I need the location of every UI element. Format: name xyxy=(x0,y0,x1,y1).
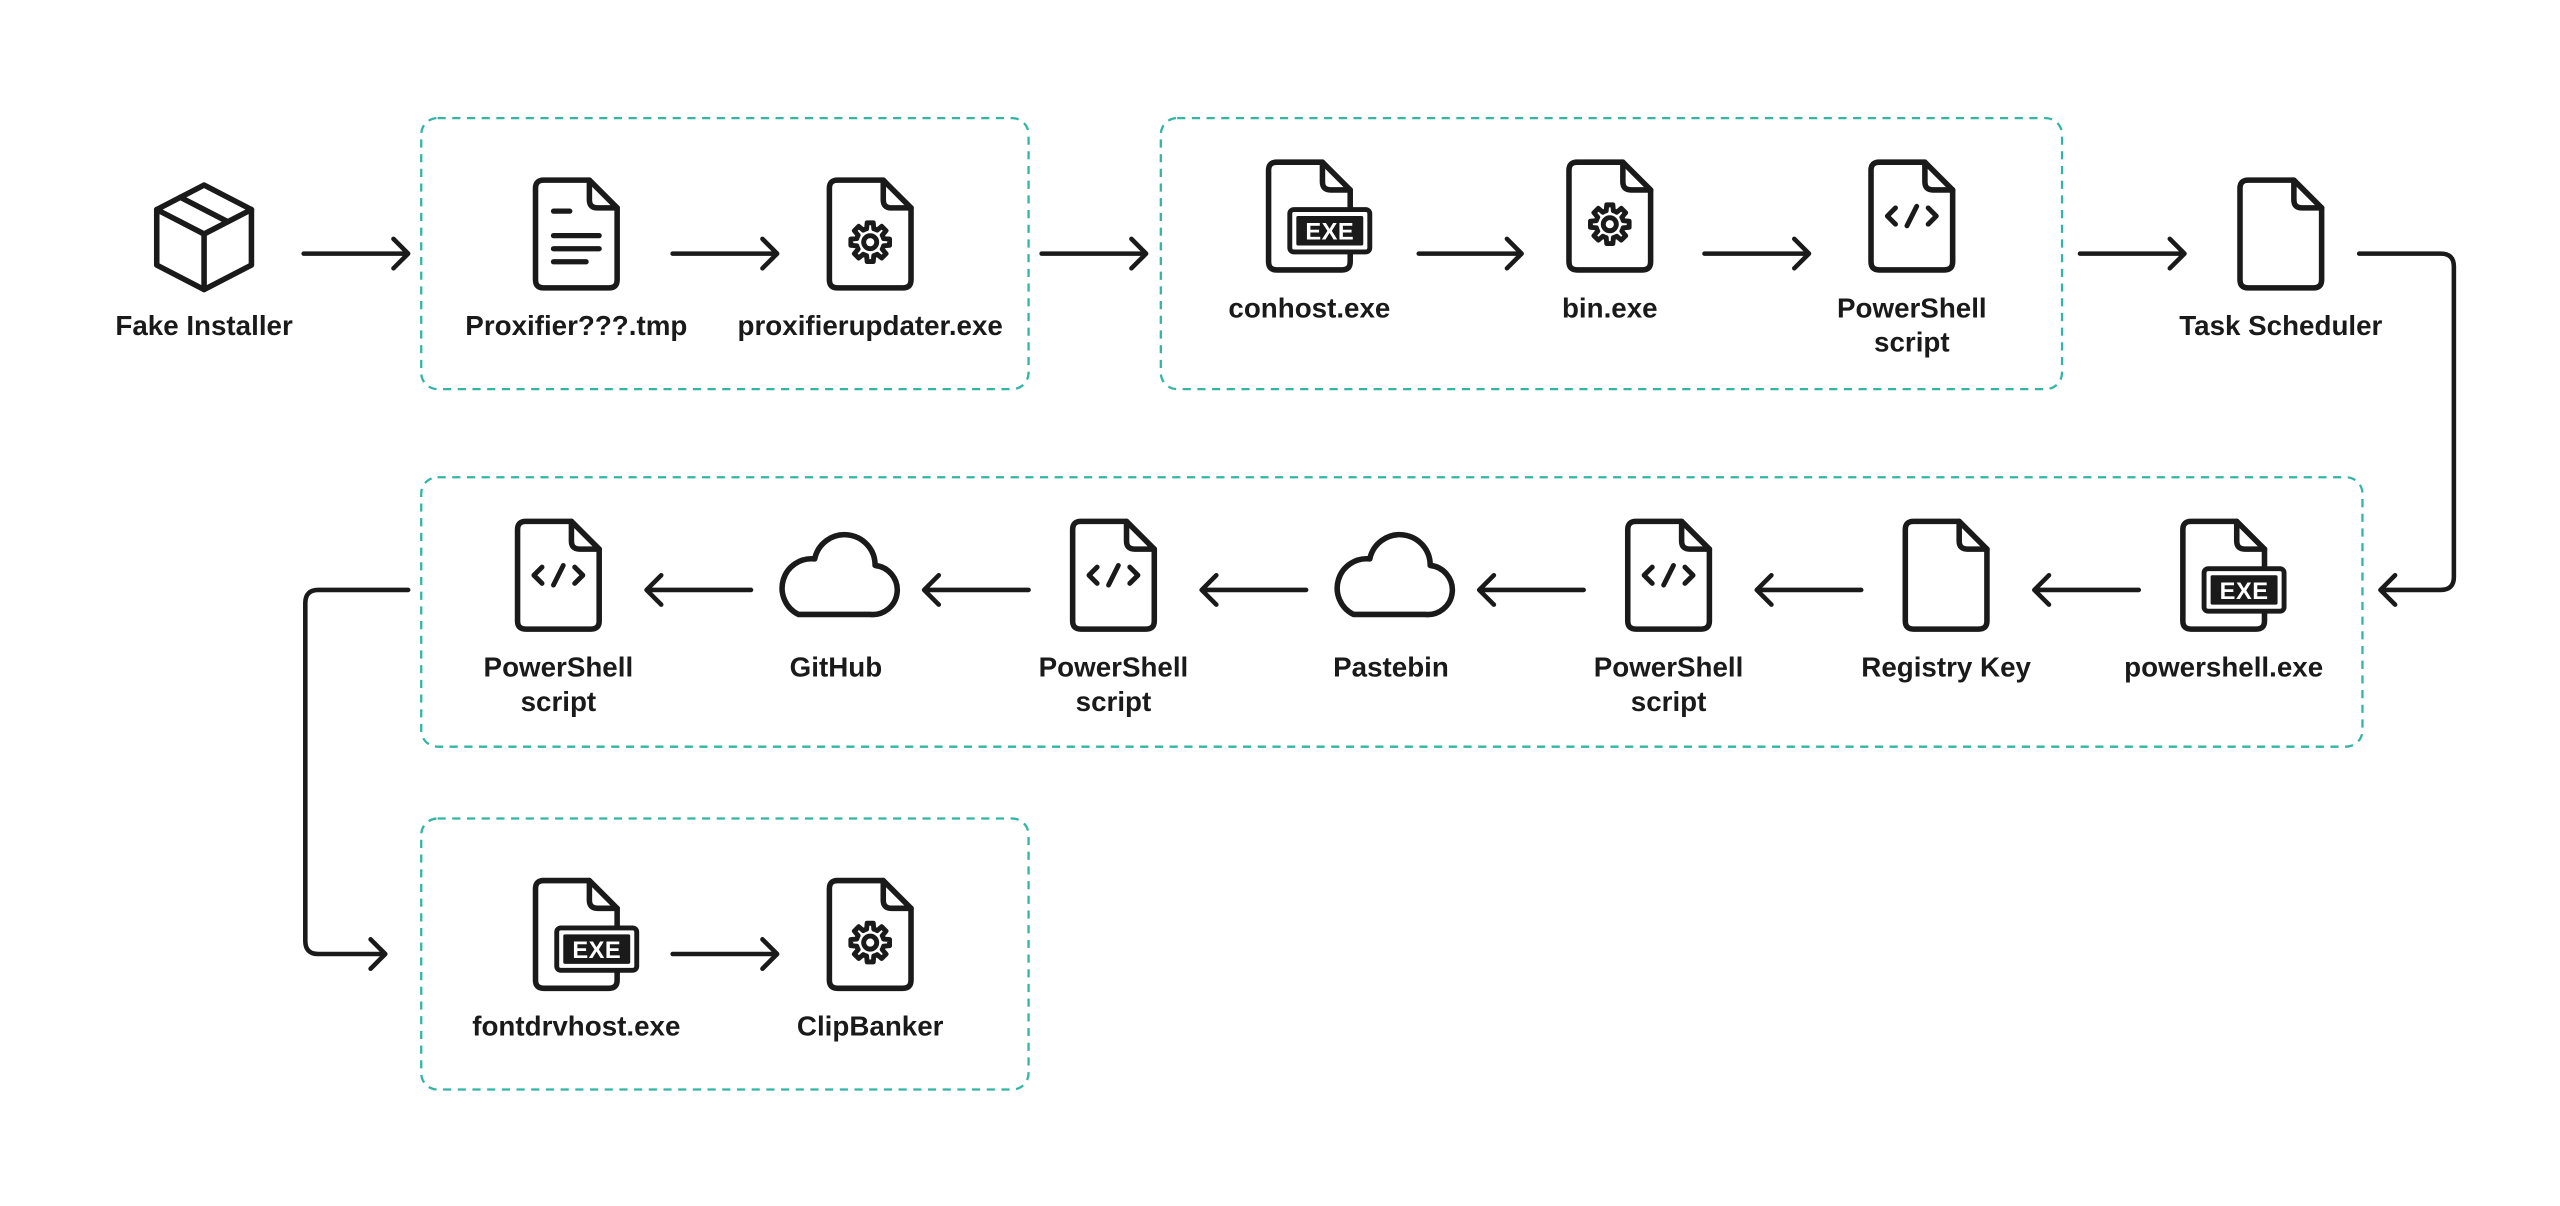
node-label: conhost.exe xyxy=(1228,292,1390,323)
code-file-icon xyxy=(1871,162,1953,270)
node-label: powershell.exe xyxy=(2124,651,2323,682)
flow-arrow-right xyxy=(670,236,780,271)
flow-arrow-right xyxy=(1702,236,1812,271)
node-task-scheduler: Task Scheduler xyxy=(2179,180,2383,341)
node-proxifier-tmp: Proxifier???.tmp xyxy=(465,180,687,341)
stage-group xyxy=(420,476,2364,748)
node-label: PowerShell xyxy=(1594,651,1744,682)
node-powershell-script: PowerShell script xyxy=(1837,162,1987,358)
cloud-icon xyxy=(1337,535,1452,615)
gear-file-icon xyxy=(829,881,911,989)
exe-file-icon: EXE xyxy=(1269,162,1370,270)
node-label: GitHub xyxy=(790,651,882,682)
gear-file-icon xyxy=(1569,162,1651,270)
node-pastebin: Pastebin xyxy=(1333,535,1452,682)
node-label: Pastebin xyxy=(1333,651,1449,682)
code-file-icon xyxy=(1073,521,1155,629)
flow-arrow-left xyxy=(921,572,1031,607)
node-label: PowerShell xyxy=(484,651,634,682)
node-label: proxifierupdater.exe xyxy=(738,310,1003,341)
gear-file-icon xyxy=(829,180,911,288)
node-proxifierupdater-exe: proxifierupdater.exe xyxy=(738,180,1003,341)
code-file-icon xyxy=(1628,521,1710,629)
exe-file-icon: EXE xyxy=(536,881,637,989)
node-fontdrvhost-exe: EXE fontdrvhost.exe xyxy=(472,881,680,1042)
flow-arrow-right xyxy=(670,937,780,972)
node-label: script xyxy=(1874,327,1950,358)
node-label: ClipBanker xyxy=(797,1011,944,1042)
node-powershell-script: PowerShell script xyxy=(1039,521,1189,717)
stage-group xyxy=(1159,116,2064,391)
node-clipbanker: ClipBanker xyxy=(797,881,944,1042)
node-fake-installer: Fake Installer xyxy=(115,185,293,341)
flow-arrow-left xyxy=(1199,572,1309,607)
text-file-icon xyxy=(536,180,618,288)
flow-arrow-right xyxy=(1039,236,1149,271)
flow-arrow-right xyxy=(1416,236,1524,271)
flow-arrow-left xyxy=(2032,572,2142,607)
node-label: Proxifier???.tmp xyxy=(465,310,687,341)
node-label: Registry Key xyxy=(1861,651,2031,682)
exe-badge-label: EXE xyxy=(1305,220,1354,246)
package-icon xyxy=(157,185,252,289)
node-label: fontdrvhost.exe xyxy=(472,1011,680,1042)
node-label: bin.exe xyxy=(1562,292,1658,323)
node-label: script xyxy=(521,686,597,717)
flow-arrow-left xyxy=(1476,572,1586,607)
node-conhost-exe: EXE conhost.exe xyxy=(1228,162,1390,323)
flow-connector xyxy=(2356,251,2457,607)
node-powershell-exe: EXE powershell.exe xyxy=(2124,521,2323,682)
exe-file-icon: EXE xyxy=(2183,521,2284,629)
node-bin-exe: bin.exe xyxy=(1562,162,1658,323)
node-label: Fake Installer xyxy=(115,310,293,341)
flow-connector xyxy=(303,587,411,972)
node-label: Task Scheduler xyxy=(2179,310,2382,341)
file-icon xyxy=(2240,180,2322,288)
flow-arrow-right xyxy=(301,236,411,271)
flow-arrow-left xyxy=(1754,572,1864,607)
node-label: PowerShell xyxy=(1837,292,1987,323)
exe-badge-label: EXE xyxy=(2220,579,2269,605)
flow-arrow-right xyxy=(2077,236,2187,271)
flow-arrow-left xyxy=(644,572,754,607)
exe-badge-label: EXE xyxy=(572,938,621,964)
node-label: script xyxy=(1631,686,1707,717)
code-file-icon xyxy=(518,521,600,629)
stage-group xyxy=(420,116,1030,391)
cloud-icon xyxy=(782,535,897,615)
node-powershell-script: PowerShell script xyxy=(484,521,634,717)
node-label: script xyxy=(1076,686,1152,717)
node-powershell-script: PowerShell script xyxy=(1594,521,1744,717)
node-registry-key: Registry Key xyxy=(1861,521,2032,682)
file-icon xyxy=(1905,521,1987,629)
stage-group xyxy=(420,817,1030,1091)
node-github: GitHub xyxy=(782,535,897,682)
node-label: PowerShell xyxy=(1039,651,1189,682)
